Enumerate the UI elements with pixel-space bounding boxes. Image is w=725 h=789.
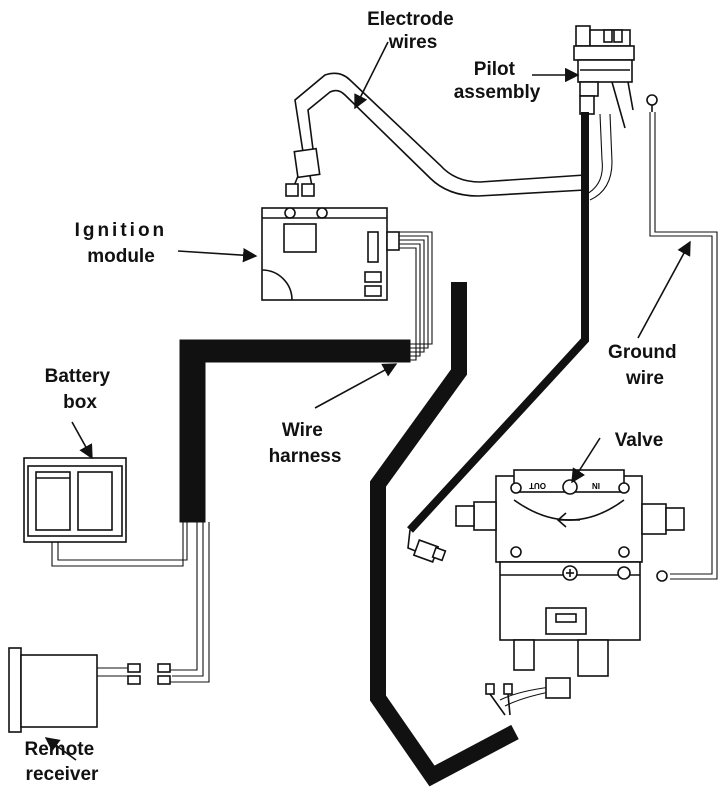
valve-out-marking: OUT xyxy=(529,481,546,490)
pilot-tubing xyxy=(407,112,589,533)
ignition-module-label: Ignition module xyxy=(75,220,176,267)
electrode-wires-arrow xyxy=(354,41,389,110)
electrode-wires xyxy=(285,72,586,197)
battery-box-label: Battery box xyxy=(45,366,116,413)
wire-harness-arrow xyxy=(314,363,398,409)
ground-wire-arrow xyxy=(637,240,691,339)
electrode-wires-label: Electrode wires xyxy=(367,9,459,53)
wire-harness-label: Wire harness xyxy=(269,420,342,467)
valve: OUT IN xyxy=(455,469,685,677)
pilot-assembly-label: Pilot assembly xyxy=(454,59,541,103)
receiver-leads xyxy=(168,522,198,671)
battery-box xyxy=(23,457,127,543)
pilot-lead xyxy=(584,113,603,196)
valve-in-marking: IN xyxy=(592,481,600,490)
pilot-tube-connector xyxy=(407,529,447,563)
wire-harness xyxy=(179,231,433,523)
valve-connector xyxy=(485,677,571,716)
ignition-module xyxy=(261,207,400,301)
remote-receiver-arrow xyxy=(44,737,77,761)
pilot-assembly xyxy=(573,25,635,129)
battery-box-arrow xyxy=(71,421,93,460)
remote-receiver-label: Remote receiver xyxy=(25,739,100,785)
ground-wire-label: Ground wire xyxy=(608,342,682,389)
valve-arrow xyxy=(571,437,601,484)
ground-wire xyxy=(646,94,718,582)
battery-leads xyxy=(51,522,184,567)
ignition-module-arrow xyxy=(177,247,258,263)
valve-label: Valve xyxy=(615,430,664,451)
remote-receiver xyxy=(8,647,171,733)
harness-tube xyxy=(370,282,519,787)
